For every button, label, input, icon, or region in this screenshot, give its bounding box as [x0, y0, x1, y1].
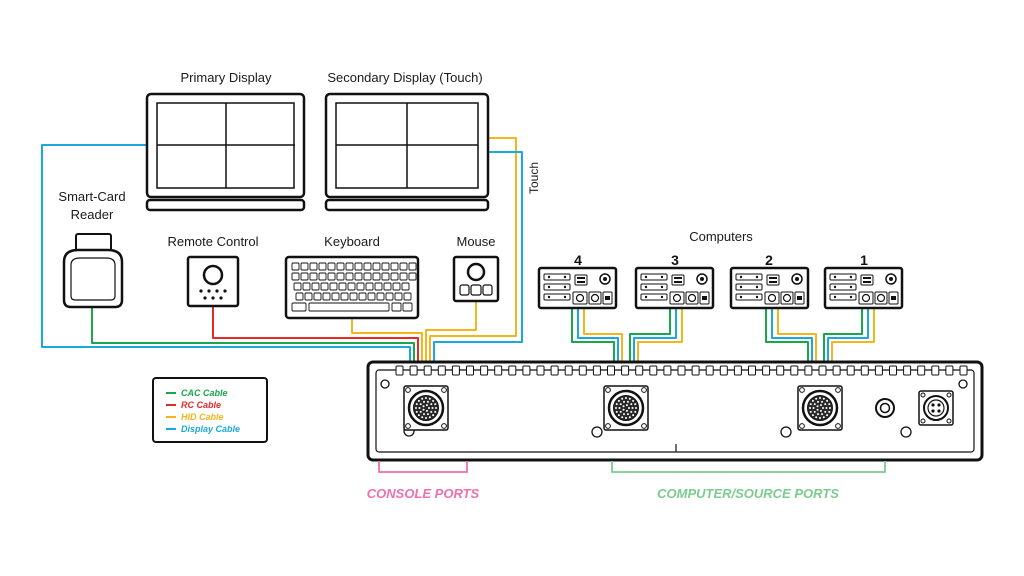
power-connector	[918, 390, 954, 426]
computer-number: 2	[765, 252, 773, 268]
display-cable-secondary	[433, 151, 523, 385]
computer-number: 4	[574, 252, 582, 268]
computer-3: 3	[634, 252, 715, 310]
computer-icon	[823, 266, 904, 310]
computer-icon	[537, 266, 618, 310]
smart-card-reader-icon	[62, 233, 124, 309]
secondary-display-label: Secondary Display (Touch)	[327, 70, 482, 85]
legend-label: RC Cable	[181, 400, 221, 410]
primary-display-icon	[145, 92, 306, 212]
computer-1: 1	[823, 252, 904, 310]
remote-control-icon	[186, 255, 240, 308]
remote-control-label: Remote Control	[167, 234, 258, 249]
legend-label: HID Cable	[181, 412, 224, 422]
comp3-cable-cac	[629, 308, 671, 385]
comp4-cable-hid	[583, 308, 623, 385]
computer-port-connector-b	[797, 385, 843, 431]
computer-port-connector-a	[603, 385, 649, 431]
smart-card-label-line1: Smart-Card	[58, 189, 125, 204]
cable-legend: CAC Cable RC Cable HID Cable Display Cab…	[152, 377, 268, 443]
mouse-icon	[452, 255, 500, 303]
console-ports-label: CONSOLE PORTS	[367, 486, 480, 501]
computer-number: 1	[860, 252, 868, 268]
secondary-display-icon	[324, 92, 490, 212]
console-port-connector	[403, 385, 449, 431]
computer-ports-label: COMPUTER/SOURCE PORTS	[657, 486, 839, 501]
legend-item-cac: CAC Cable	[166, 388, 228, 398]
hid-cable-keyboard	[351, 318, 423, 385]
legend-label: CAC Cable	[181, 388, 228, 398]
smart-card-label-line2: Reader	[71, 207, 114, 222]
kvm-chassis	[366, 360, 984, 462]
legend-item-rc: RC Cable	[166, 400, 221, 410]
computer-number: 3	[671, 252, 679, 268]
computer-icon	[634, 266, 715, 310]
display-cable-primary	[41, 144, 411, 380]
computer-4: 4	[537, 252, 618, 310]
computer-ports-region: COMPUTER/SOURCE PORTS	[611, 461, 886, 501]
keyboard-label: Keyboard	[324, 234, 380, 249]
comp1-cable-cac	[823, 308, 863, 385]
console-ports-region: CONSOLE PORTS	[367, 461, 480, 501]
legend-item-hid: HID Cable	[166, 412, 224, 422]
keyboard-icon	[284, 255, 420, 320]
hid-cable-mouse	[425, 301, 477, 385]
touch-label: Touch	[527, 162, 541, 194]
hid-cable-touch	[429, 137, 517, 385]
legend-item-display: Display Cable	[166, 424, 240, 434]
computer-icon	[729, 266, 810, 310]
comp2-cable-hid	[777, 308, 817, 385]
legend-label: Display Cable	[181, 424, 240, 434]
ground-post	[875, 398, 895, 418]
mouse-label: Mouse	[456, 234, 495, 249]
computer-2: 2	[729, 252, 810, 310]
computers-label: Computers	[689, 229, 753, 244]
primary-display-label: Primary Display	[180, 70, 272, 85]
